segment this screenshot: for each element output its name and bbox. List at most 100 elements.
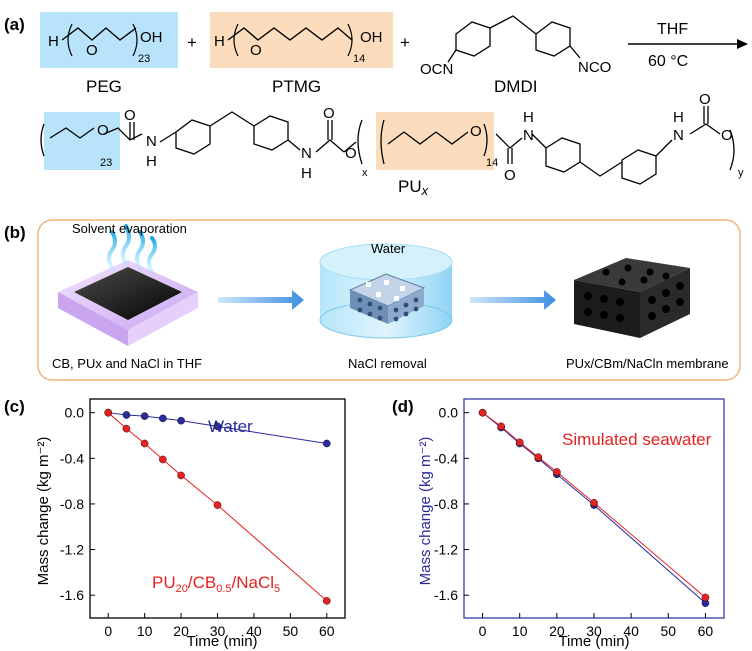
chart-c-composite-label: PU20/CB0.5/NaCl5: [152, 573, 280, 595]
chart-c-series-1-point: [213, 501, 222, 509]
chart-c-series-0-point: [322, 439, 331, 448]
steam-arrows: [107, 224, 157, 274]
peg-oh-atom: OH: [140, 29, 163, 46]
step2-label: Water: [371, 241, 406, 256]
chart-c-xtick-label: 20: [173, 623, 189, 639]
ptmg-bracket-left: [233, 23, 239, 57]
chart-d: (d) Mass change (kg m⁻²) Time (min) Simu…: [392, 397, 725, 650]
product-nh-h-1: H: [146, 153, 157, 170]
peg-bracket-left: [67, 23, 73, 57]
peg-name: PEG: [86, 77, 122, 96]
panel-b-label: (b): [4, 223, 26, 242]
step3-caption: PUx/CBm/NaCln membrane: [566, 356, 729, 371]
chart-c-series-1-point: [322, 597, 331, 605]
label-pu: PU: [152, 573, 176, 592]
chart-d-series-1-point: [515, 438, 524, 447]
evaporation-tray: [58, 260, 198, 346]
product-n-atom-4: N: [673, 127, 684, 144]
ptmg-name: PTMG: [272, 77, 321, 96]
ptmg-highlight: [210, 12, 393, 68]
peg-chain: [61, 27, 137, 41]
dmdi-ring-right: [535, 21, 571, 57]
label-nacl-sub: 5: [274, 583, 280, 595]
chart-d-series-1-point: [553, 468, 561, 476]
membrane-block: [574, 258, 690, 338]
tray-side-left: [58, 292, 128, 346]
ptmg-repeat-count: 14: [353, 53, 365, 65]
chart-c-ytick-label: -1.6: [60, 587, 84, 603]
chart-d-series-1-point: [497, 422, 505, 431]
chart-c-xtick-label: 40: [246, 623, 262, 639]
chart-d-series-1-point: [478, 408, 487, 417]
chart-d-xtick-label: 50: [660, 623, 676, 639]
product-carbonyl-o-3: O: [504, 167, 516, 184]
chart-c-series-1-point: [122, 424, 131, 433]
chart-c-water-label: Water: [208, 417, 253, 436]
chart-d-xtick-label: 0: [479, 623, 487, 639]
dmdi-name: DMDI: [494, 77, 537, 96]
chart-d-xtick-label: 40: [623, 623, 639, 639]
tray-side-right: [128, 292, 198, 346]
chart-c-series-0-point: [140, 412, 149, 420]
chart-c-series-1-point: [140, 439, 149, 448]
chart-d-series-1-point: [534, 453, 543, 461]
chart-c-series-0-point: [159, 414, 167, 423]
chart-c-xtick-label: 0: [104, 623, 112, 639]
plus-sign-1: +: [187, 33, 197, 52]
plus-sign-2: +: [400, 33, 410, 52]
chart-c-series-1-point: [104, 408, 113, 417]
step2-caption: NaCl removal: [348, 356, 427, 371]
step1-label: Solvent evaporation: [72, 221, 187, 236]
ptmg-chain: [227, 27, 353, 41]
chart-d-ytick-label: -1.2: [434, 542, 458, 558]
chart-c-ytick-label: 0.0: [65, 405, 85, 421]
chart-d-xtick-label: 20: [549, 623, 565, 639]
water-dish: [319, 243, 453, 339]
chart-c-series-1-point: [177, 471, 185, 480]
panel-a-label: (a): [4, 15, 25, 34]
chart-c-xtick-label: 30: [210, 623, 226, 639]
chart-c-ytick-label: -1.2: [60, 542, 84, 558]
membrane-top: [574, 258, 690, 292]
chart-d-annotation: Simulated seawater: [562, 430, 712, 449]
chart-d-ylabel: Mass change (kg m⁻²): [417, 437, 434, 586]
ptmg-h-atom: H: [214, 33, 225, 50]
chart-d-ytick-label: -0.4: [434, 450, 458, 466]
dmdi-nco-group: NCO: [578, 59, 611, 76]
product-y-subscript: y: [738, 167, 744, 179]
product-ptmg-highlight: [376, 112, 494, 170]
panel-a: (a) H O 23 OH PEG + H O 14 OH PTMG +: [4, 12, 748, 198]
chart-d-xtick-label: 10: [512, 623, 528, 639]
process-arrow-2: [470, 290, 556, 310]
chart-d-xlabel: Time (min): [558, 633, 629, 650]
process-arrow-1: [218, 290, 304, 310]
chart-d-series-1-point: [701, 593, 710, 602]
product-nh-h-4: H: [673, 109, 684, 126]
chart-c-xtick-label: 50: [283, 623, 299, 639]
product-n-atom-3: N: [523, 127, 534, 144]
peg-o-atom: O: [86, 42, 98, 59]
dmdi-ocn-group: OCN: [420, 61, 453, 78]
chart-d-ytick-label: 0.0: [439, 405, 459, 421]
steam-arrow-3: [135, 230, 145, 270]
product-ptmg-o-atom: O: [470, 123, 482, 140]
chart-c-series-0-point: [122, 411, 131, 419]
chart-d-xtick-label: 30: [586, 623, 602, 639]
chart-c-ytick-label: -0.4: [60, 450, 84, 466]
product-name-main: PU: [398, 177, 422, 196]
peg-repeat-count: 23: [138, 53, 150, 65]
tray-black-film: [74, 267, 182, 320]
dmdi-reactant: [447, 15, 581, 63]
panel-c-label: (c): [4, 397, 25, 416]
product-carbonyl-o-4: O: [699, 91, 711, 108]
reaction-solvent: THF: [657, 21, 688, 38]
panel-d-label: (d): [392, 397, 414, 416]
chart-c: (c) Mass change (kg m⁻²) Time (min) Wate…: [4, 397, 346, 650]
porous-block: [348, 273, 426, 324]
product-ptmg-count: 14: [486, 157, 498, 169]
dmdi-ring-left: [455, 21, 491, 57]
product-n-atom-1: N: [146, 133, 157, 150]
product-name: PUx: [398, 177, 429, 198]
product-name-subscript: x: [421, 183, 429, 198]
